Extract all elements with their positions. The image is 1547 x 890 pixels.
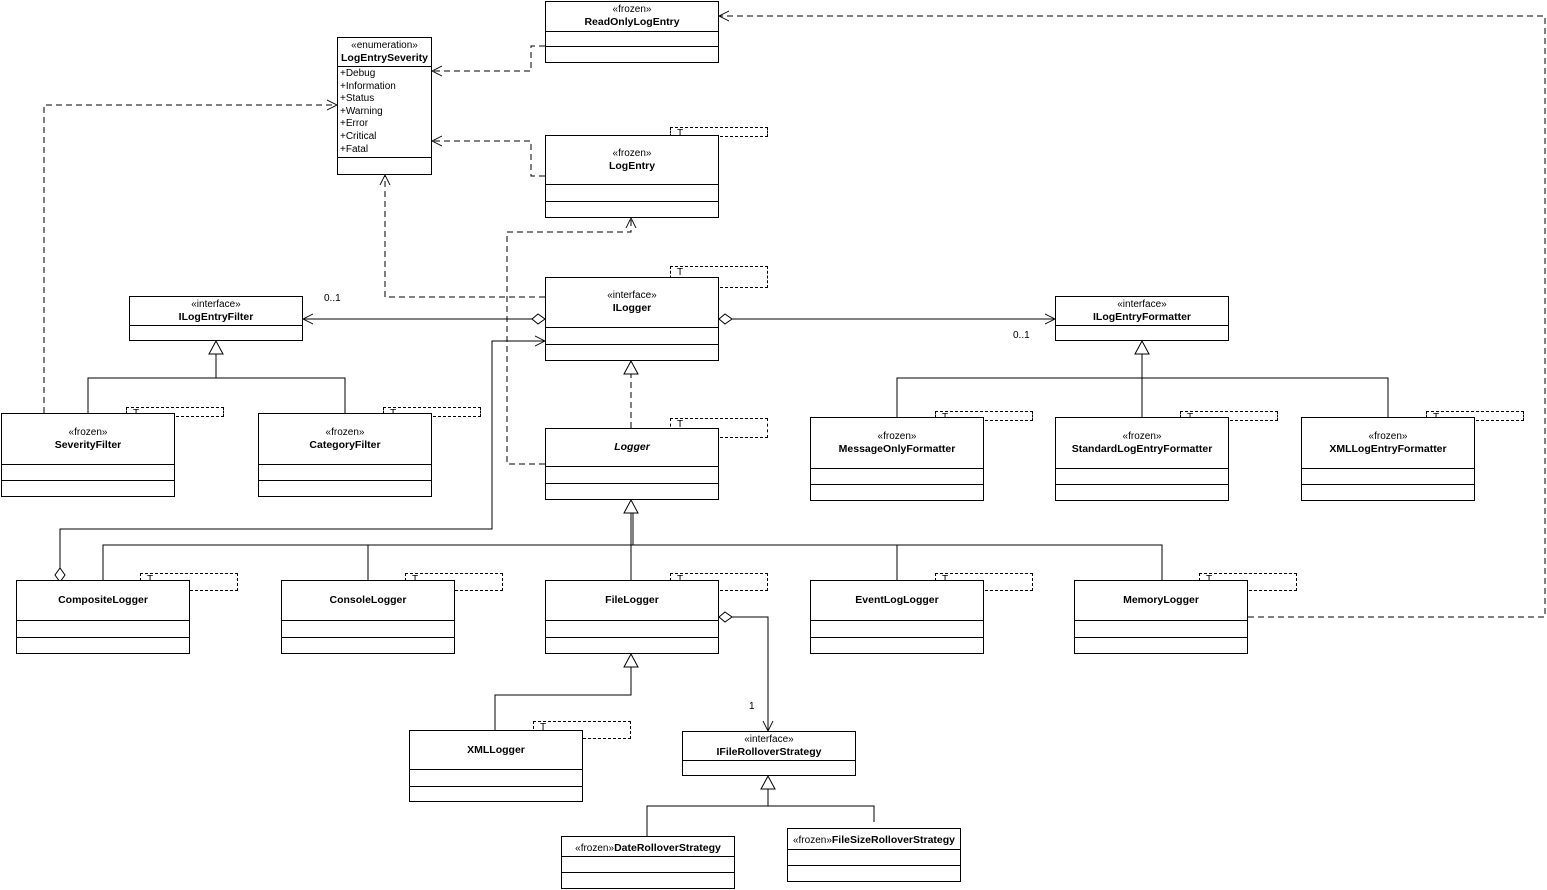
stereotype: «frozen» (877, 430, 917, 442)
generalization-xmllogger (494, 667, 632, 730)
generalization-rollover (646, 805, 875, 836)
class-name: XMLLogEntryFormatter (1329, 442, 1447, 455)
class-daterolloverstrategy: «frozen»DateRolloverStrategy (561, 836, 735, 889)
class-name: LogEntry (608, 159, 656, 172)
class-name: StandardLogEntryFormatter (1071, 442, 1213, 455)
dependency-memorylogger-readonly (719, 15, 1546, 618)
dependency-arrowhead (625, 216, 637, 229)
class-name: ReadOnlyLogEntry (584, 16, 680, 28)
class-ilogger: «interface» ILogger (545, 277, 719, 361)
enum-literal: +Warning (340, 105, 383, 117)
class-name: ConsoleLogger (329, 594, 407, 606)
class-header: «frozen»DateRolloverStrategy (562, 838, 734, 856)
association-filelogger-rollover (732, 616, 769, 731)
class-name: MessageOnlyFormatter (838, 442, 956, 455)
class-logger: Logger (545, 428, 719, 500)
stereotype: «interface» (1117, 298, 1167, 310)
class-categoryfilter: «frozen» CategoryFilter (258, 413, 432, 497)
dependency-severityfilter-severity (43, 104, 337, 413)
class-logentry: «frozen» LogEntry (545, 135, 719, 218)
generalization-arrowhead (1134, 339, 1150, 355)
class-name: FileLogger (605, 594, 659, 606)
generalization-arrowhead (623, 498, 639, 514)
stereotype: «enumeration» (351, 39, 418, 51)
enum-literal: +Error (340, 118, 369, 130)
class-name: Logger (614, 441, 650, 453)
class-eventloglogger: EventLogLogger (810, 580, 984, 654)
class-xmllogentryformatter: «frozen» XMLLogEntryFormatter (1301, 417, 1475, 501)
stereotype: «interface» (607, 290, 657, 301)
multiplicity-formatter: 0..1 (1013, 330, 1030, 341)
class-name: CompositeLogger (58, 594, 148, 606)
class-name: SeverityFilter (54, 438, 122, 451)
class-name: ILogEntryFormatter (1092, 310, 1191, 323)
class-filelogger: FileLogger (545, 580, 719, 654)
stereotype: «frozen» (1122, 430, 1162, 442)
stereotype: «frozen» (575, 842, 615, 854)
dependency-arrowhead (717, 10, 730, 22)
class-ilogentryformatter: «interface» ILogEntryFormatter (1055, 296, 1229, 341)
stereotype: «frozen» (1368, 430, 1408, 442)
class-header: «frozen»FileSizeRolloverStrategy (788, 830, 960, 848)
class-name: ILogger (612, 302, 652, 314)
generalization-arrowhead (623, 652, 639, 668)
dependency-logentry-severity (432, 140, 545, 177)
class-name: IFileRolloverStrategy (716, 745, 822, 758)
dependency-arrowhead (430, 135, 443, 147)
realization-arrowhead (623, 359, 639, 375)
class-ifilerolloverstrategy: «interface» IFileRolloverStrategy (682, 731, 856, 776)
association-arrowhead (301, 313, 314, 325)
class-messageonlyformatter: «frozen» MessageOnlyFormatter (810, 417, 984, 501)
generalization-arrowhead (208, 339, 224, 355)
multiplicity-filter: 0..1 (324, 293, 341, 304)
stereotype: «interface» (744, 733, 794, 745)
enum-literals: +Debug +Information +Status +Warning +Er… (338, 67, 431, 158)
stereotype: «frozen» (612, 147, 652, 159)
class-compositelogger: CompositeLogger (16, 580, 190, 654)
class-filesizerolloverstrategy: «frozen»FileSizeRolloverStrategy (787, 828, 961, 882)
enum-literal: +Fatal (340, 143, 369, 155)
class-severityfilter: «frozen» SeverityFilter (1, 413, 175, 497)
stereotype: «frozen» (68, 426, 108, 438)
dependency-logger-logentry (506, 218, 632, 465)
stereotype: «frozen» (612, 4, 652, 15)
class-name: CategoryFilter (309, 438, 381, 451)
aggregation-diamond (718, 611, 733, 623)
stereotype: «frozen» (325, 426, 365, 438)
class-standardlogentryformatter: «frozen» StandardLogEntryFormatter (1055, 417, 1229, 501)
template-parameter: T (670, 127, 768, 139)
class-name: DateRolloverStrategy (614, 841, 721, 854)
class-name: LogEntrySeverity (341, 51, 428, 64)
generalization-arrowhead (760, 774, 776, 790)
enum-literal: +Critical (340, 130, 377, 142)
aggregation-diamond (54, 567, 66, 583)
class-name: EventLogLogger (855, 594, 939, 606)
dependency-arrowhead (430, 65, 443, 77)
aggregation-diamond (718, 313, 733, 325)
enum-literal: +Status (340, 93, 375, 105)
dependency-arrowhead (379, 173, 391, 186)
association-compositelogger-ilogger (59, 340, 545, 568)
class-name: MemoryLogger (1123, 594, 1199, 606)
class-memorylogger: MemoryLogger (1074, 580, 1248, 654)
dependency-readonlylogentry-severity (432, 45, 545, 72)
enum-literal: +Information (340, 80, 396, 92)
dependency-ilogger-severity (384, 175, 545, 298)
class-xmllogger: XMLLogger (409, 730, 583, 802)
enum-literal: +Debug (340, 68, 376, 79)
multiplicity-rollover: 1 (749, 701, 755, 712)
class-name: XMLLogger (467, 743, 525, 756)
enum-logentryseverity: «enumeration» LogEntrySeverity +Debug +I… (337, 37, 432, 175)
class-name: ILogEntryFilter (178, 310, 254, 323)
stereotype: «frozen» (792, 835, 832, 846)
stereotype: «interface» (191, 298, 241, 310)
class-readonlylogentry: «frozen» ReadOnlyLogEntry (545, 1, 719, 63)
class-name: FileSizeRolloverStrategy (831, 834, 956, 846)
aggregation-diamond (531, 313, 546, 325)
class-ilogentryfilter: «interface» ILogEntryFilter (129, 296, 303, 341)
class-consolelogger: ConsoleLogger (281, 580, 455, 654)
